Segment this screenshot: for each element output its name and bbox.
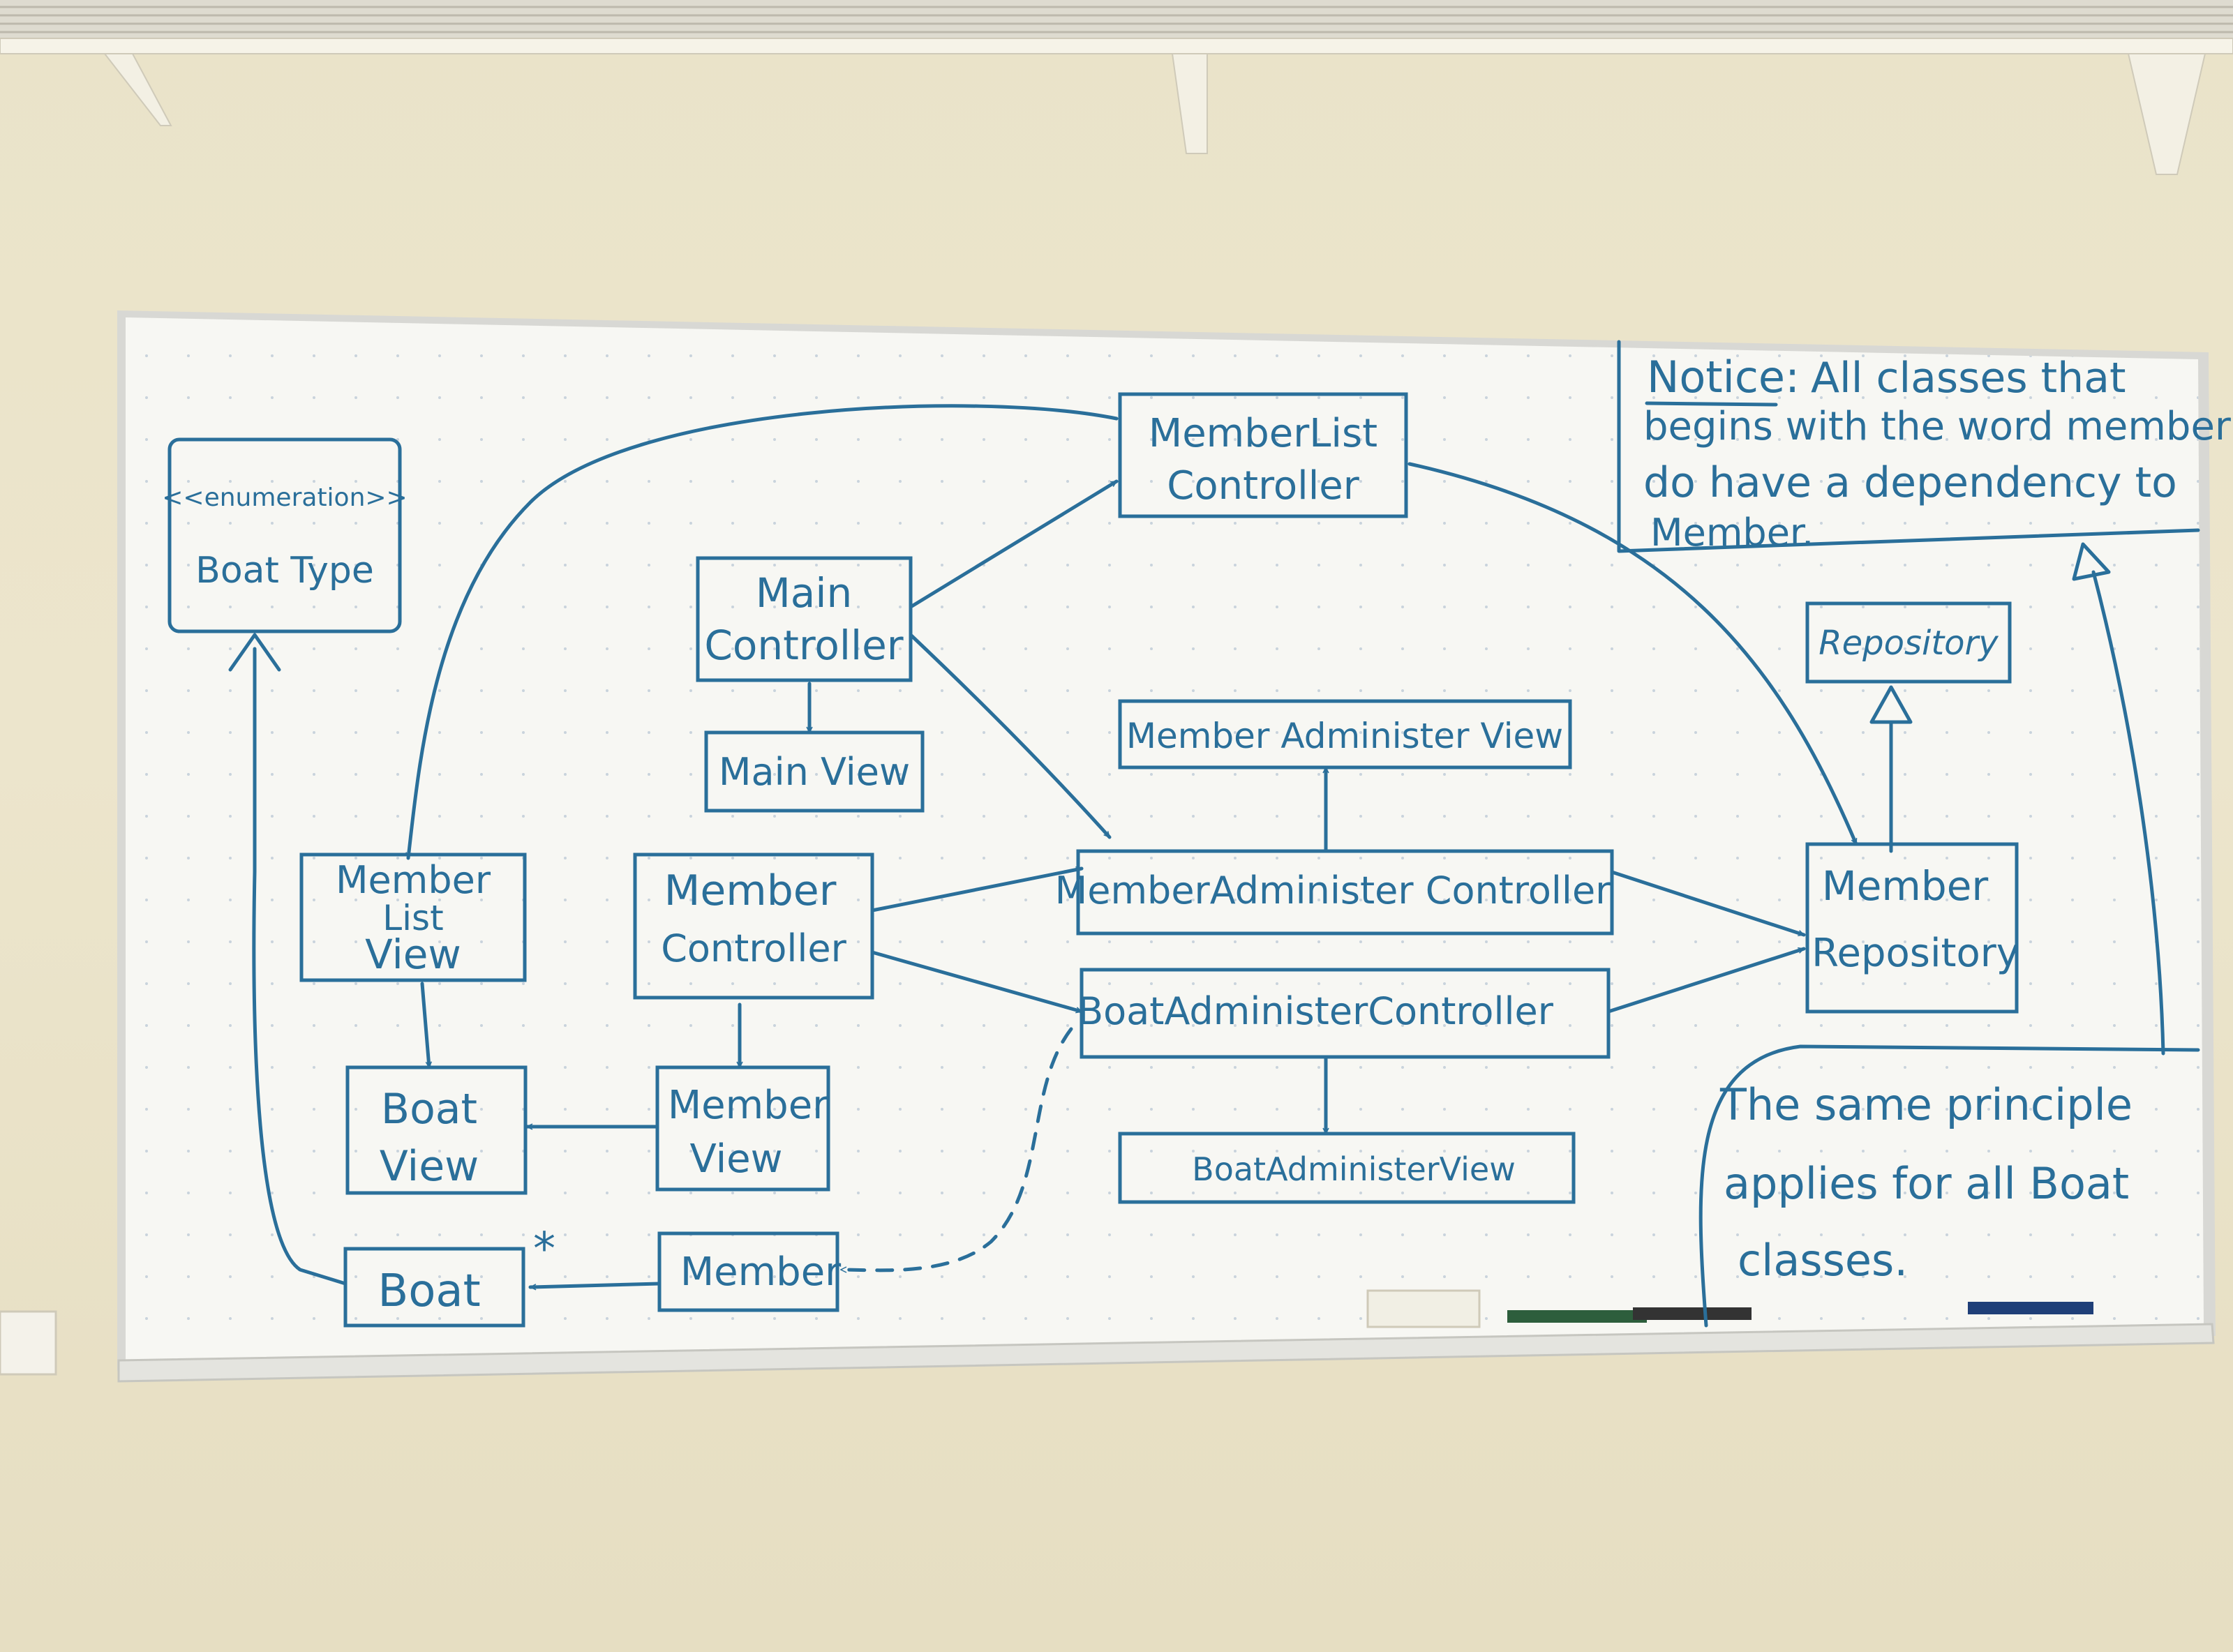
whiteboard [117,310,2216,1383]
dashed-boatcontroller-to-member [839,1027,1073,1270]
diagram-connectors [228,404,2165,1287]
label-member-administer-controller: MemberAdminister Controller [1055,869,1612,913]
notice-line-3: do have a dependency to [1643,458,2177,507]
label-member-list-view-2: List [382,898,443,938]
label-enumeration: <<enumeration>> [162,483,407,512]
label-member-view-1: Member [668,1083,829,1128]
marker-blue [1968,1302,2093,1314]
class-boxes [167,392,2019,1328]
principle-note: The same principle applies for all Boat … [1719,1079,2133,1286]
arrow-main-to-memberadmincontroller [909,633,1112,839]
notice-line-1: All classes that [1811,354,2126,403]
notice-line-4: Member. [1650,511,1814,555]
label-repository: Repository [1818,624,1999,663]
box-member-view [655,1065,830,1192]
box-boat-view [345,1065,528,1195]
box-main-controller [696,556,913,682]
box-boat [343,1247,525,1328]
class-labels: <<enumeration>> Boat Type MemberList Con… [162,411,2019,1317]
label-main-controller-1: Main [756,569,852,617]
notice-line-2: begins with the word member [1643,404,2232,449]
box-member-repository [1805,842,2019,1014]
arrow-membercontroller-to-boatcontroller [870,950,1084,1014]
arrow-memberlistcontroller-to-repository [1407,462,1858,846]
label-main-controller-2: Controller [704,622,903,669]
arrow-admin-to-repository [1610,870,1806,937]
notice-note-border [1617,340,2200,553]
ceiling-light-fixture [0,0,2233,175]
box-boat-administer-view [1118,1132,1576,1204]
label-boat-administer-controller: BoatAdministerController [1077,989,1554,1033]
label-member-controller-2: Controller [661,926,846,970]
label-member-controller-1: Member [664,866,837,915]
arrow-boat-to-repository [1606,947,1806,1014]
principle-line-1: The same principle [1719,1079,2133,1130]
box-member-administer-view [1118,699,1572,769]
label-boat-type: Boat Type [195,550,374,592]
label-multiplicity: * [533,1224,555,1275]
arrow-controller-to-memberlistview [408,404,1119,860]
label-member-list-controller-2: Controller [1167,463,1359,509]
realization-to-notice [2091,570,2165,1056]
marker-tray [117,1323,2215,1383]
label-member-list-view-3: View [365,931,461,978]
notice-note: Notice: All classes that begins with the… [1643,352,2232,555]
label-member-administer-view: Member Administer View [1126,716,1563,756]
label-boat-view-1: Boat [381,1085,477,1134]
arrow-memberlistview-to-boatview [420,982,429,1069]
arrow-to-boat-type [252,647,348,1286]
box-repository [1805,601,2012,684]
marker-green [1507,1310,1647,1323]
arrow-membercontroller-to-admincontroller [870,869,1084,913]
box-member-list-view [299,853,527,982]
principle-line-3: classes. [1738,1235,1908,1286]
box-member-administer-controller [1076,849,1614,936]
box-boat-type [167,437,402,633]
arrow-member-to-boat [528,1282,662,1287]
box-main-view [704,730,925,813]
arrow-main-to-memberlistcontroller [909,479,1119,609]
label-member: Member [680,1249,842,1295]
label-main-view: Main View [719,750,910,794]
marker-black [1633,1307,1752,1320]
principle-note-border [1698,1044,2200,1328]
box-member-list-controller [1118,392,1408,518]
label-boat: Boat [378,1266,480,1317]
principle-line-2: applies for all Boat [1724,1158,2129,1209]
box-boat-administer-controller [1080,968,1611,1059]
eraser [1366,1289,1481,1328]
label-member-list-controller-1: MemberList [1149,411,1377,456]
label-member-repository-2: Repository [1812,931,2019,976]
label-member-view-2: View [690,1136,783,1182]
label-boat-administer-view: BoatAdministerView [1192,1150,1516,1188]
notice-heading: Notice: [1647,352,1800,403]
wall-light-switch [0,1310,57,1376]
label-boat-view-2: View [380,1142,479,1191]
note-boxes [1617,340,2200,1328]
label-member-list-view-1: Member [336,858,491,902]
box-member-controller [633,853,874,1000]
label-member-repository-1: Member [1822,862,1989,910]
box-member [657,1231,839,1312]
